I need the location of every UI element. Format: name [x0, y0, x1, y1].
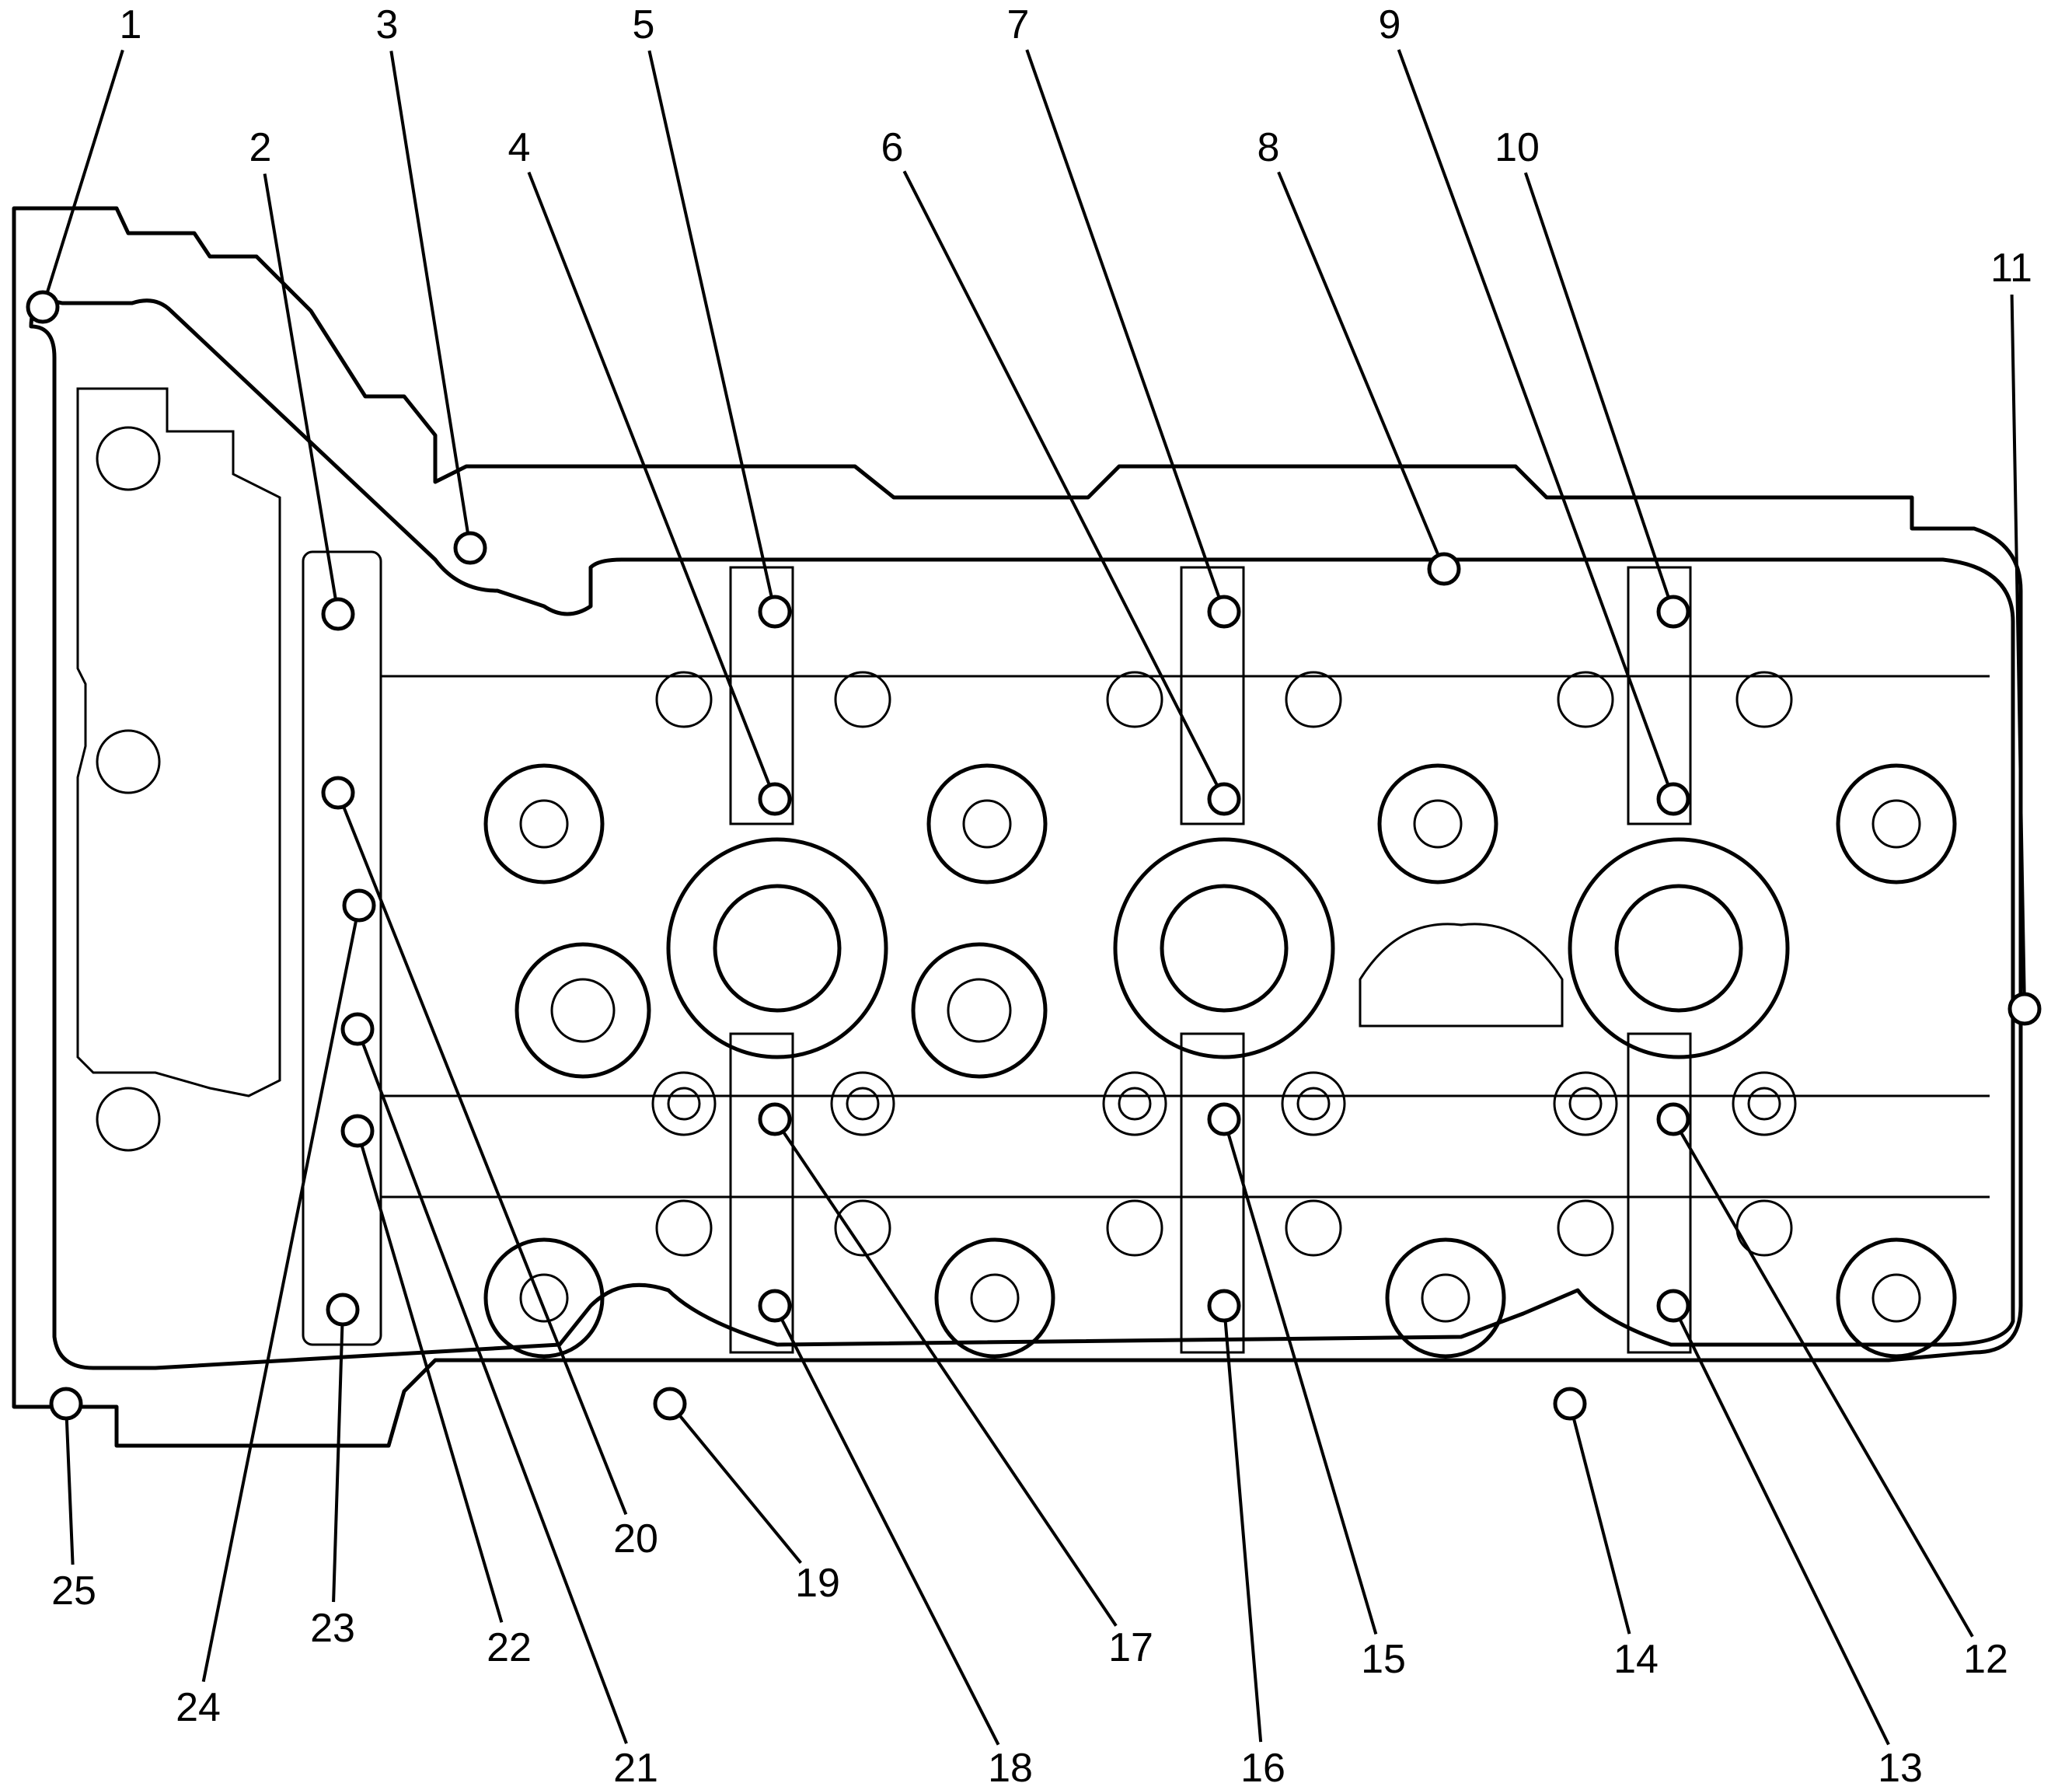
leader-line-16: [1223, 1321, 1263, 1743]
leader-line-25: [65, 1418, 75, 1565]
callout-label-4: 4: [508, 125, 531, 170]
bolt-hole-20: [321, 776, 355, 810]
callout-label-20: 20: [613, 1516, 658, 1561]
bolt-hole-16: [1207, 1289, 1241, 1323]
leader-line-20: [342, 806, 628, 1516]
bolt-hole-25: [49, 1387, 83, 1421]
leader-lines: [46, 49, 2026, 1746]
leader-line-24: [201, 920, 358, 1683]
callout-label-9: 9: [1379, 2, 1401, 47]
leader-line-1: [46, 49, 124, 293]
bolt-hole-2: [321, 597, 355, 631]
leader-line-13: [1679, 1319, 1890, 1746]
leader-line-22: [360, 1145, 504, 1623]
callout-label-19: 19: [795, 1561, 840, 1606]
leader-line-10: [1523, 172, 1670, 598]
callout-label-23: 23: [310, 1606, 355, 1651]
bolt-hole-12: [1656, 1102, 1690, 1136]
callout-label-16: 16: [1240, 1746, 1285, 1790]
callout-label-8: 8: [1258, 125, 1280, 170]
callout-label-17: 17: [1108, 1625, 1153, 1670]
leader-line-3: [389, 51, 469, 533]
bolt-hole-17: [758, 1102, 792, 1136]
callout-label-14: 14: [1613, 1637, 1659, 1682]
bolt-hole-19: [653, 1387, 687, 1421]
leader-line-19: [678, 1415, 802, 1565]
leader-line-18: [780, 1318, 1000, 1746]
callout-labels: 1234567891011121314151617181920212223242…: [51, 2, 2032, 1790]
bolt-hole-18: [758, 1289, 792, 1323]
callout-label-6: 6: [881, 125, 904, 170]
callout-label-25: 25: [51, 1568, 96, 1614]
callout-label-2: 2: [249, 125, 272, 170]
callout-label-22: 22: [487, 1625, 532, 1670]
bolt-hole-14: [1553, 1387, 1587, 1421]
bolt-hole-1: [26, 290, 60, 324]
bolt-hole-24: [342, 888, 376, 923]
leader-line-17: [782, 1131, 1118, 1627]
bolt-hole-7: [1207, 595, 1241, 629]
bolt-hole-15: [1207, 1102, 1241, 1136]
bolt-hole-10: [1656, 595, 1690, 629]
leader-line-14: [1572, 1418, 1631, 1635]
callout-label-5: 5: [633, 2, 655, 47]
leader-line-21: [361, 1043, 628, 1744]
leader-line-12: [1680, 1132, 1974, 1638]
bolt-hole-6: [1207, 782, 1241, 816]
callout-label-21: 21: [613, 1746, 658, 1790]
callout-label-12: 12: [1963, 1637, 2008, 1682]
leader-line-11: [2010, 294, 2026, 994]
cylinder-head-outline: [12, 206, 2023, 1448]
callout-label-15: 15: [1361, 1637, 1406, 1682]
leader-line-9: [1397, 49, 1669, 785]
bolt-hole-22: [340, 1114, 375, 1148]
leader-line-7: [1025, 49, 1221, 598]
callout-label-24: 24: [176, 1685, 221, 1730]
bolt-hole-13: [1656, 1289, 1690, 1323]
callout-label-11: 11: [1990, 246, 2032, 291]
leader-line-15: [1226, 1133, 1378, 1635]
bolt-hole-11: [2007, 992, 2042, 1026]
leader-line-5: [647, 50, 773, 597]
callout-label-13: 13: [1878, 1746, 1923, 1790]
callout-label-1: 1: [120, 2, 142, 47]
leader-line-6: [902, 170, 1219, 787]
leader-line-2: [263, 173, 337, 599]
bolt-holes: [26, 290, 2042, 1421]
bolt-hole-5: [758, 595, 792, 629]
leader-line-4: [527, 171, 771, 786]
leader-line-8: [1277, 171, 1440, 556]
callout-label-7: 7: [1007, 2, 1030, 47]
bolt-hole-4: [758, 782, 792, 816]
leader-line-23: [332, 1324, 344, 1603]
bolt-hole-9: [1656, 782, 1690, 816]
bolt-hole-3: [453, 531, 487, 565]
callout-label-3: 3: [376, 2, 399, 47]
callout-label-10: 10: [1495, 125, 1540, 170]
bolt-hole-23: [326, 1293, 360, 1327]
callout-label-18: 18: [988, 1746, 1033, 1790]
bolt-hole-21: [340, 1012, 375, 1046]
bolt-hole-8: [1427, 552, 1461, 586]
